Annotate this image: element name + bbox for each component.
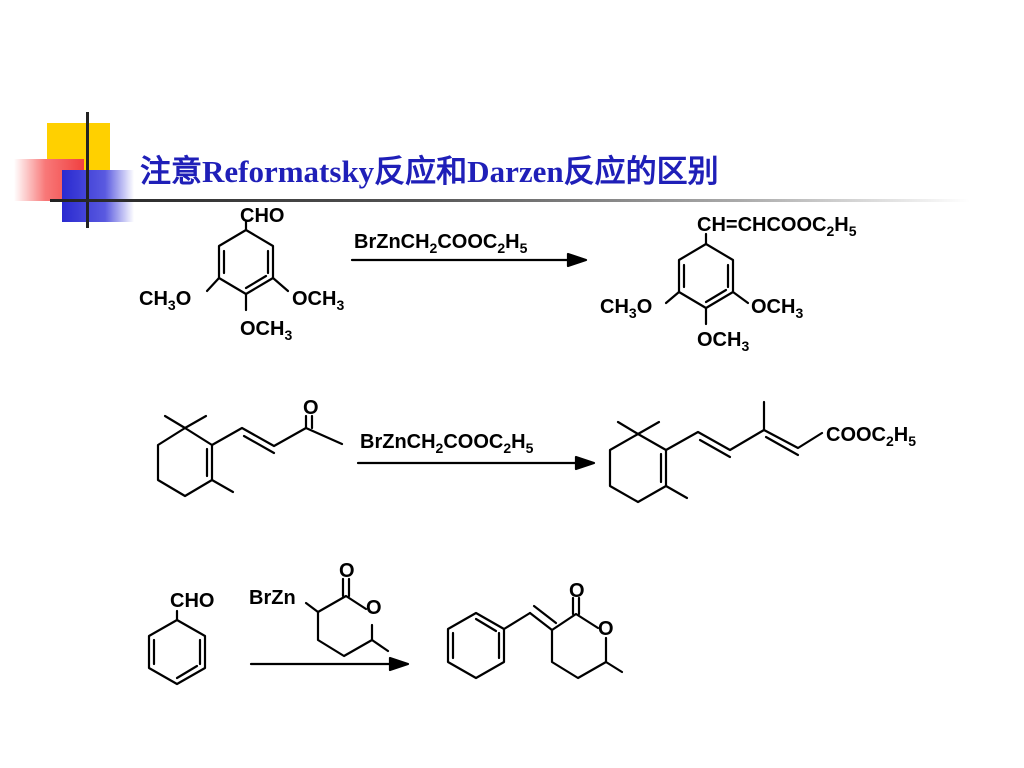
horizontal-rule: [50, 199, 970, 202]
reaction1-arrow: [350, 252, 588, 268]
reaction1-reagent-label: BrZnCH2COOC2H5: [354, 231, 528, 256]
reagent3-carbonyl-o-label: O: [339, 560, 355, 582]
formula-part: OCH: [292, 288, 336, 310]
slide-title: 注意Reformatsky反应和Darzen反应的区别: [140, 154, 719, 189]
formula-subscript: 2: [430, 240, 438, 256]
reaction2-reagent-label: BrZnCH2COOC2H5: [360, 431, 534, 456]
reactant1-right-methoxy-label: OCH3: [292, 288, 344, 313]
formula-subscript: 3: [168, 297, 176, 313]
formula-subscript: 5: [849, 223, 857, 239]
reagent3-ring-o-label: O: [366, 597, 382, 619]
reactant3-benzene-ring: [147, 609, 207, 686]
product2-skeleton: [608, 400, 824, 504]
reagent3-lactone-ring: [304, 577, 390, 658]
formula-part: COOC: [443, 431, 503, 453]
formula-subscript: 5: [908, 433, 916, 449]
formula-part: OCH: [697, 329, 741, 351]
product1-right-methoxy-label: OCH3: [751, 296, 803, 321]
formula-subscript: 2: [497, 240, 505, 256]
formula-part: OCH: [751, 296, 795, 318]
product3-ring-o-label: O: [598, 618, 614, 640]
formula-part: H: [834, 214, 848, 236]
formula-part: BrZnCH: [354, 231, 430, 253]
formula-part: H: [511, 431, 525, 453]
reactant3-aldehyde-label: CHO: [170, 590, 214, 612]
reactant1-benzene-ring: [205, 220, 290, 312]
reactant1-aldehyde-label: CHO: [240, 205, 284, 227]
formula-part: CH: [139, 288, 168, 310]
reaction3-arrow: [249, 656, 410, 672]
reactant2-skeleton: [156, 414, 344, 498]
reaction2-arrow: [356, 455, 596, 471]
vertical-rule: [86, 112, 89, 228]
formula-subscript: 2: [503, 440, 511, 456]
product2-ester-label: COOC2H5: [826, 424, 916, 449]
product1-side-chain-label: CH=CHCOOC2H5: [697, 214, 857, 239]
formula-subscript: 3: [284, 327, 292, 343]
product3-skeleton: [446, 596, 624, 680]
formula-part: CH=CHCOOC: [697, 214, 826, 236]
reactant1-left-methoxy-label: CH3O: [139, 288, 191, 313]
formula-subscript: 3: [336, 297, 344, 313]
formula-subscript: 2: [886, 433, 894, 449]
product3-carbonyl-o-label: O: [569, 580, 585, 602]
blue-square: [62, 170, 134, 222]
formula-part: O: [637, 296, 653, 318]
formula-part: COOC: [437, 231, 497, 253]
formula-part: CH: [600, 296, 629, 318]
reactant2-carbonyl-o-label: O: [303, 397, 319, 419]
formula-subscript: 2: [826, 223, 834, 239]
reagent3-brzn-label: BrZn: [249, 587, 296, 609]
formula-part: OCH: [240, 318, 284, 340]
formula-subscript: 5: [520, 240, 528, 256]
formula-part: O: [176, 288, 192, 310]
formula-part: COOC: [826, 424, 886, 446]
reactant1-bottom-methoxy-label: OCH3: [240, 318, 292, 343]
formula-subscript: 3: [629, 305, 637, 321]
formula-subscript: 3: [741, 338, 749, 354]
formula-part: H: [505, 231, 519, 253]
product1-bottom-methoxy-label: OCH3: [697, 329, 749, 354]
formula-part: H: [894, 424, 908, 446]
formula-subscript: 5: [526, 440, 534, 456]
formula-subscript: 2: [436, 440, 444, 456]
product1-benzene-ring: [664, 232, 750, 326]
formula-subscript: 3: [795, 305, 803, 321]
formula-part: BrZnCH: [360, 431, 436, 453]
product1-left-methoxy-label: CH3O: [600, 296, 652, 321]
